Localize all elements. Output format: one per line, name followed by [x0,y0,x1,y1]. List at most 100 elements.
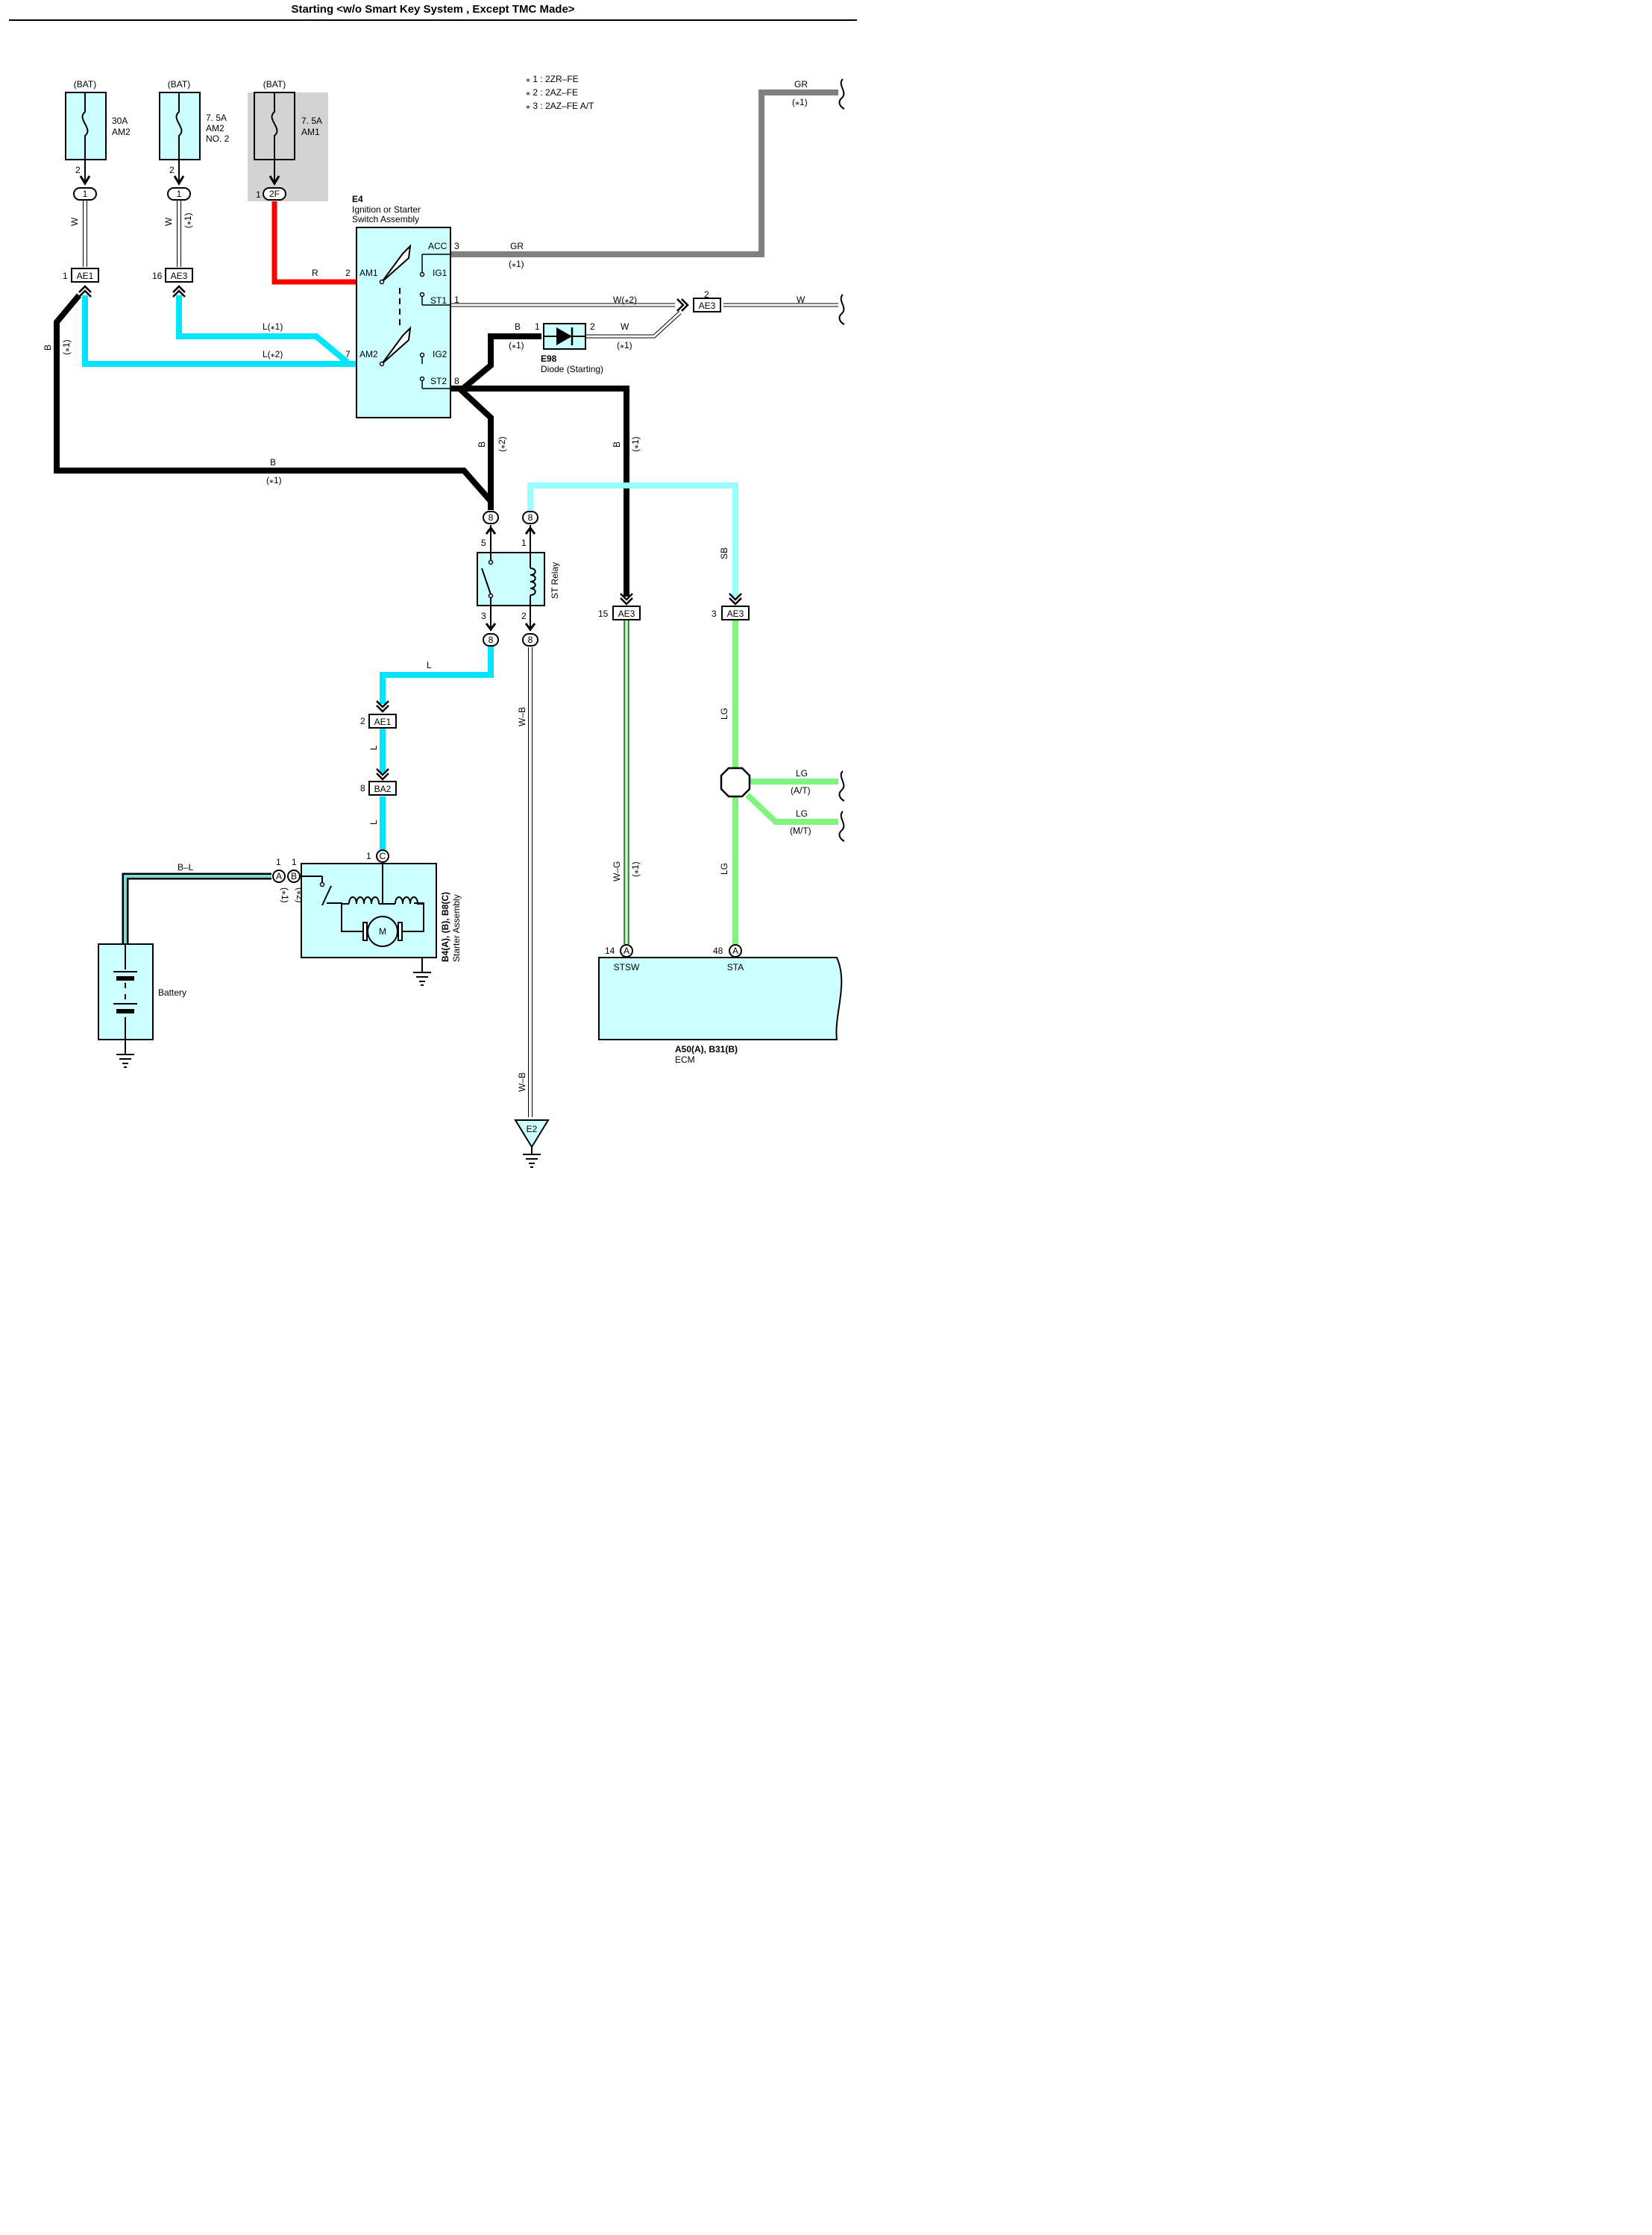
wires [54,89,838,1117]
st-relay: 8 8 5 1 ST Relay 3 2 8 8 [477,511,560,647]
switch-arm-lower [381,326,412,365]
starter-conn-c-label: C [380,851,386,861]
relay-conn-label: 8 [489,635,494,645]
term-ig2: IG2 [433,349,447,359]
connector-ba2: 8 BA2 [360,768,397,796]
fuse-connector [263,187,286,201]
fuse-rating: 30A [112,116,128,126]
ecm-connector-1 [620,944,633,958]
diode-name: Diode (Starting) [541,364,603,374]
fuse-connector [167,187,191,201]
label-b-diode: B [515,321,521,332]
connector-pin: 1 [63,271,68,281]
fuse-name: AM2 [112,127,131,137]
diode-pin-out: 2 [590,321,595,332]
pin-am1: 2 [345,268,351,278]
wire-relay-top [490,525,531,631]
connector-pin: 16 [152,271,163,281]
wiring-diagram: (BAT) 30A AM2 2 1 (BAT) 7. 5A AM2 NO. 2 … [43,74,845,1168]
pin-acc: 3 [454,241,459,251]
label-lg-at: LG [796,768,808,779]
connector-pin: 2 [704,289,709,300]
battery-label: Battery [158,987,186,998]
fuse-pin: 2 [169,165,175,175]
wire-lg [732,620,838,944]
wire-l-2 [82,295,357,367]
relay-conn-label: 8 [489,512,494,523]
fuse-connector-pin: 1 [256,189,261,200]
label-w-right: W [797,295,805,305]
label-wg-note: (⁎1) [630,861,641,877]
connector-ae3-right: 2 AE3 [676,289,721,312]
battery: Battery [98,943,186,1068]
ecm-term-stsw: STSW [614,962,640,972]
wire-l-starter [380,646,494,850]
connector-label: AE1 [77,271,94,281]
label-l1: L(⁎1) [263,321,283,332]
starter-pin-b: 1 [292,857,297,867]
fuse-rating: 7. 5A [301,116,322,126]
diode-pin-in: 1 [535,321,540,332]
label-b-left-note: (⁎1) [61,339,72,355]
connector-label: AE3 [171,271,188,281]
label-w2-note: (⁎1) [183,213,193,228]
ground-e2: E2 [514,1119,550,1168]
wire-break-lg-mt [838,811,845,842]
starter-pin-c: 1 [366,851,371,861]
fuse-bat-label: (BAT) [168,79,190,89]
wire-sb [527,482,738,597]
label-r: R [312,268,318,278]
label-b-right: B [612,441,622,447]
connector-pin: 15 [598,609,609,619]
starter-conn-a-label: A [276,871,282,881]
note-2: ⁎ 2 : 2AZ–FE [526,87,578,98]
relay-pin-5: 5 [481,538,486,548]
starter-conn-b-label: B [291,871,297,881]
connector-label: BA2 [374,784,392,794]
label-lg-top: LG [719,708,729,720]
ecm-pin-2: 48 [713,946,723,956]
fuse-pin: 2 [75,165,81,175]
starter-code: B4(A), (B), B8(C) [440,892,450,962]
label-b-diode-note: (⁎1) [509,340,524,351]
starter-ground [413,972,431,986]
fuse-rating: 7. 5A [206,113,227,123]
ecm-conn-2-label: A [732,946,738,956]
connector-pin: 2 [360,716,365,726]
relay-pin-2: 2 [521,611,527,621]
wire-gr [450,89,838,257]
term-st2: ST2 [430,376,447,386]
fuse-bat-label: (BAT) [74,79,96,89]
ecm-conn-1-label: A [624,946,629,956]
ecm-pin-1: 14 [605,946,615,956]
label-w-diode-note: (⁎1) [617,340,632,351]
wire-breaks [838,78,845,842]
connector-pin: 8 [360,783,365,793]
wire-bl [122,873,271,944]
label-w1: W [69,217,80,226]
term-ig1: IG1 [433,268,447,278]
fuse-connector-label: 1 [177,189,182,199]
wire-b-diode [457,333,541,394]
fuse-connector-label: 2F [269,189,280,199]
connector-label: AE3 [618,609,635,619]
starter-connector-a [272,870,286,883]
starter-coil-1 [342,896,395,905]
label-wb-bottom: W–B [517,1072,527,1092]
label-l-ae1: L [368,745,379,750]
relay-pin-3: 3 [481,611,486,621]
wire-l-1 [176,295,350,365]
label-b-relay-note: (⁎2) [497,436,507,452]
fuse-connector-label: 1 [83,189,88,199]
label-lg-mt-note: (M/T) [790,826,811,836]
label-w-diode: W [621,321,629,332]
relay-connector-2: 8 [522,623,538,647]
starter-pin-a: 1 [276,857,281,867]
connector-label: AE3 [699,301,716,311]
label-w-st1: W(⁎2) [613,295,637,305]
switch-arm-upper [381,244,412,283]
starter-assembly: 1 C 1 1 A B (⁎1) (⁎2) M B4(A), (B), B8(C… [272,849,462,986]
wire-labels: W W (⁎1) R GR (⁎1) GR (⁎1) W(⁎2) W B (⁎1… [43,79,811,1092]
label-wb-top: W–B [517,707,527,726]
term-am1: AM1 [359,268,378,278]
